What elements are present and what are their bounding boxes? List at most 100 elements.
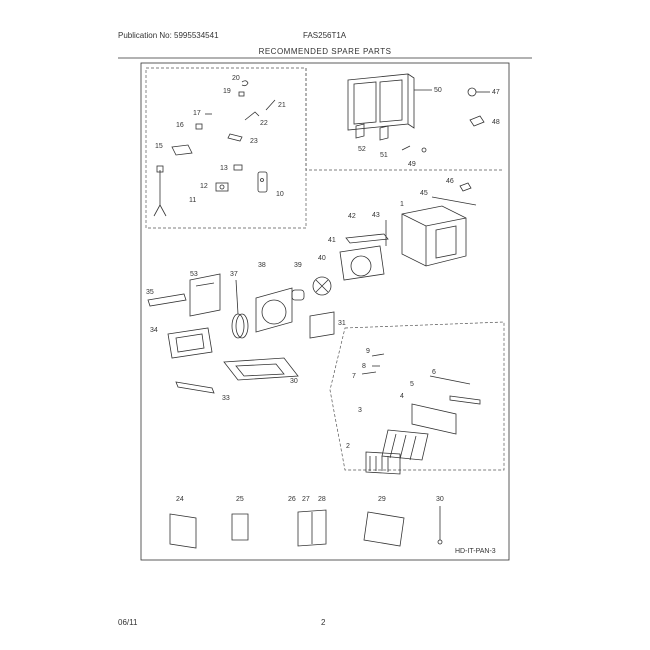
- part-3: 3: [358, 407, 429, 461]
- callout-28: 28: [318, 496, 326, 503]
- callout-40: 40: [318, 255, 326, 262]
- publication-number: Publication No: 5995534541: [118, 31, 219, 40]
- callout-39: 39: [294, 262, 302, 269]
- callout-21: 21: [278, 102, 286, 109]
- part-30: 30: [223, 357, 299, 385]
- callout-30: 30: [290, 378, 298, 385]
- part-52: 52: [355, 123, 366, 153]
- part-47: 47: [467, 87, 500, 97]
- callout-46: 46: [446, 178, 454, 185]
- diagram-frame: [140, 62, 510, 561]
- callout-22: 22: [260, 120, 268, 127]
- part-6: 6: [429, 369, 471, 385]
- part-2: 2: [346, 443, 401, 475]
- callout-38: 38: [258, 262, 266, 269]
- part-50: 49: [401, 145, 427, 168]
- callout-30b: 30: [436, 496, 444, 503]
- part-21: 21: [265, 99, 286, 111]
- part-17: 17: [193, 110, 212, 117]
- part-43: 43: [372, 212, 387, 246]
- callout-43: 43: [372, 212, 380, 219]
- callout-45: 45: [420, 190, 428, 197]
- part-23: 23: [227, 133, 258, 145]
- callout-3: 3: [358, 407, 362, 414]
- part-53: 53: [189, 271, 221, 317]
- part-46: 46: [446, 178, 472, 192]
- part-51: 51: [379, 125, 389, 159]
- callout-27: 27: [302, 496, 310, 503]
- callout-26: 26: [288, 496, 296, 503]
- part-37: 37: [230, 271, 249, 339]
- callout-24: 24: [176, 496, 184, 503]
- callout-49: 50: [434, 87, 442, 94]
- callout-48: 48: [492, 119, 500, 126]
- callout-52: 52: [358, 146, 366, 153]
- part-16: 16: [176, 122, 203, 130]
- callout-47: 47: [492, 89, 500, 96]
- part-48: 48: [469, 115, 500, 127]
- callout-41: 41: [328, 237, 336, 244]
- callout-1: 1: [400, 201, 404, 208]
- callout-51: 51: [380, 152, 388, 159]
- callout-50: 49: [408, 161, 416, 168]
- part-41: 41: [328, 237, 385, 281]
- callout-11: 11: [189, 197, 196, 204]
- part-35: 35: [146, 289, 187, 307]
- callout-15: 15: [155, 143, 163, 150]
- callout-42: 42: [348, 213, 356, 220]
- callout-33: 33: [222, 395, 230, 402]
- part-39: 39: [291, 262, 305, 301]
- callout-8: 8: [362, 363, 366, 370]
- part-25: 25: [231, 496, 249, 541]
- callout-29: 29: [378, 496, 386, 503]
- part-33: 33: [175, 381, 230, 402]
- model-number: FAS256T1A: [303, 31, 347, 40]
- callout-7: 7: [352, 373, 356, 380]
- callout-12: 12: [200, 183, 208, 190]
- callout-13: 13: [220, 165, 228, 172]
- callout-20: 20: [232, 75, 240, 82]
- part-10: 10: [257, 171, 284, 198]
- top-right-panel: [305, 68, 504, 171]
- part-4: 4: [400, 393, 457, 435]
- page-title: RECOMMENDED SPARE PARTS: [258, 47, 392, 56]
- callout-6: 6: [432, 369, 436, 376]
- part-26-27-28: 26 27 28: [288, 496, 327, 547]
- part-15: 15: [155, 143, 193, 156]
- callout-35: 35: [146, 289, 154, 296]
- part-12: 12: [200, 182, 229, 192]
- callout-25: 25: [236, 496, 244, 503]
- part-5: 5: [410, 381, 481, 405]
- callout-16: 16: [176, 122, 184, 129]
- callout-23: 23: [250, 138, 258, 145]
- part-9: 9: [366, 348, 385, 357]
- part-11: 11: [153, 165, 196, 217]
- part-cabinet: 1: [400, 201, 467, 267]
- callout-53: 53: [190, 271, 198, 278]
- filter-panel: [329, 321, 505, 471]
- part-22: 22: [244, 111, 268, 127]
- part-24: 24: [169, 496, 197, 549]
- callout-31: 31: [338, 320, 346, 327]
- callout-34: 34: [150, 327, 158, 334]
- part-40: 40: [312, 255, 332, 296]
- part-8: 8: [362, 363, 380, 370]
- part-29: 29: [363, 496, 405, 547]
- part-38: 38: [255, 262, 293, 333]
- callout-10: 10: [276, 191, 284, 198]
- callout-17: 17: [193, 110, 201, 117]
- callout-19: 19: [223, 88, 231, 95]
- footer-date: 06/11: [118, 618, 138, 627]
- callout-4: 4: [400, 393, 404, 400]
- part-42: 42: [345, 213, 389, 244]
- part-31: 31: [309, 311, 346, 339]
- callout-2: 2: [346, 443, 350, 450]
- part-45: 45: [420, 190, 477, 206]
- part-34: 34: [150, 327, 213, 359]
- part-49: 50: [347, 73, 442, 131]
- part-30-probe: 30: [436, 496, 444, 545]
- part-7: 7: [352, 371, 377, 380]
- callout-37: 37: [230, 271, 238, 278]
- callout-9: 9: [366, 348, 370, 355]
